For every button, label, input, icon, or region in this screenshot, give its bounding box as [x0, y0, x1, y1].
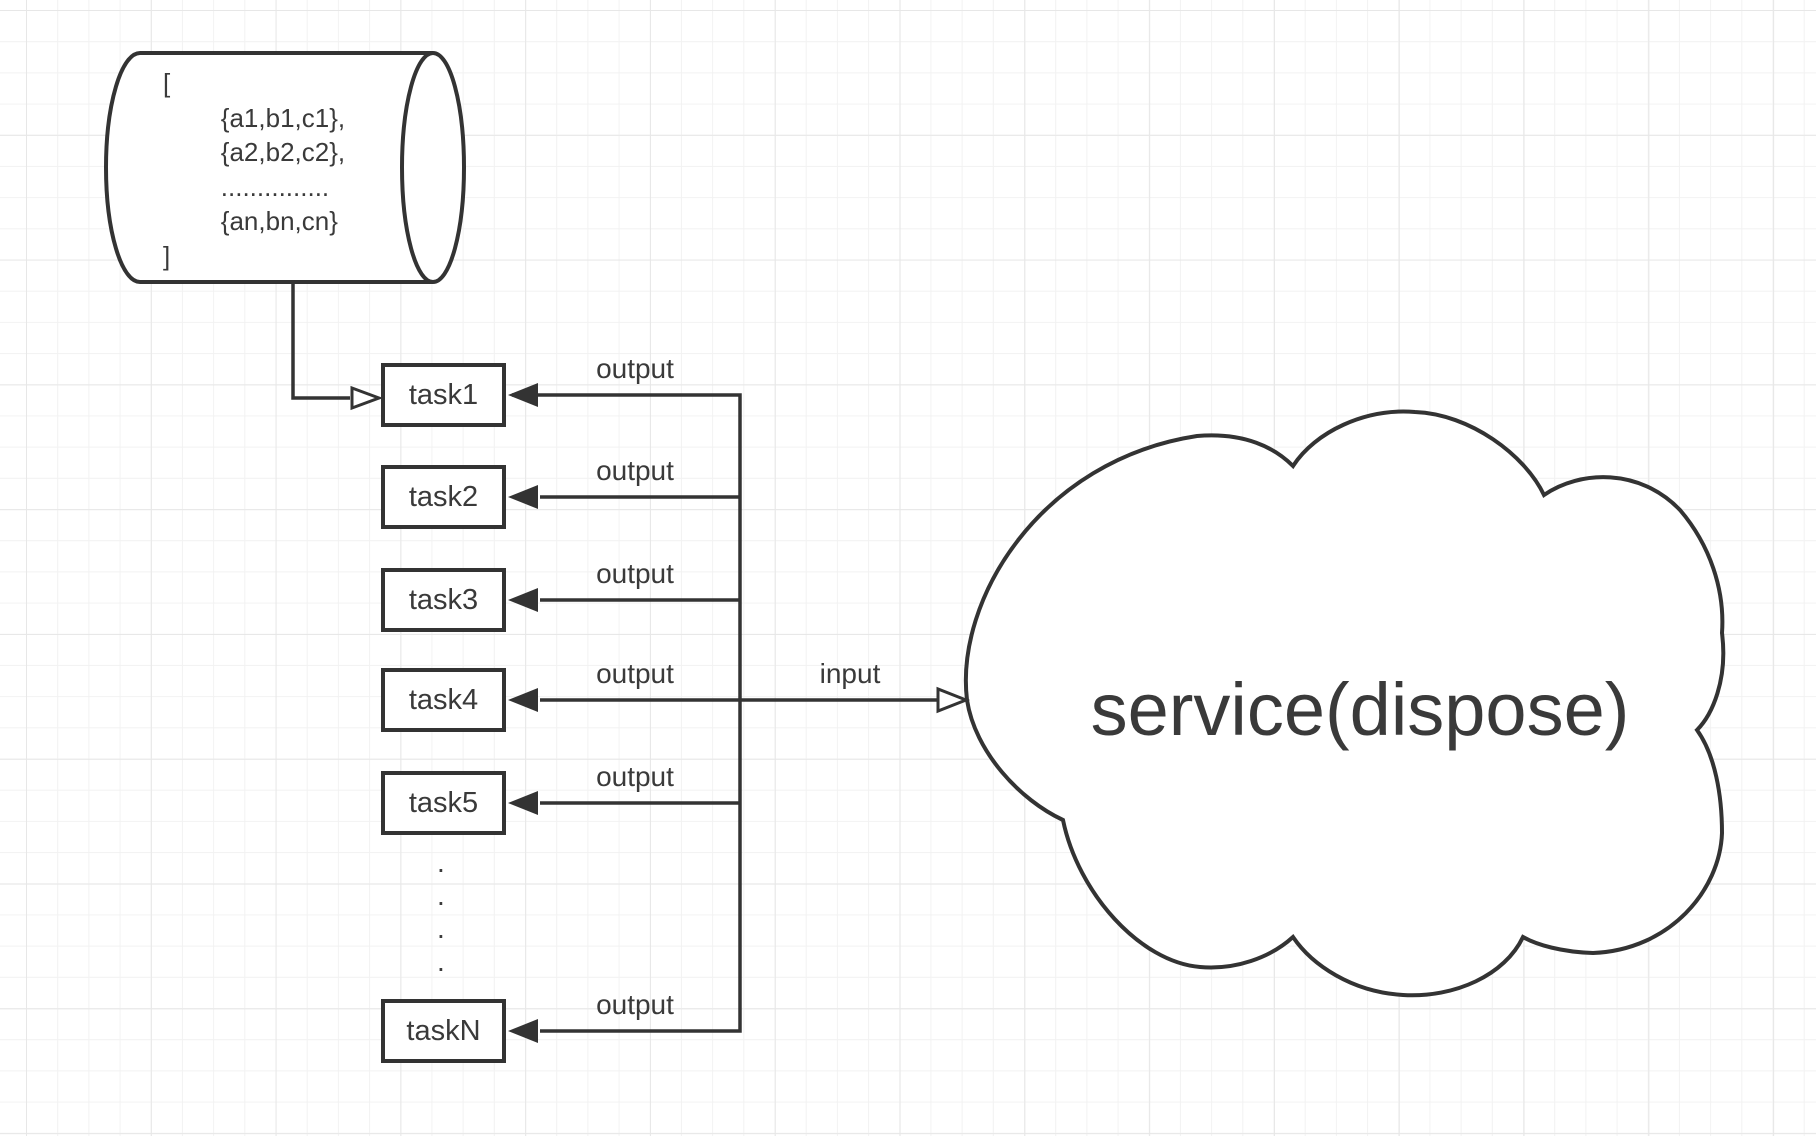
task4-box[interactable] — [381, 668, 506, 732]
task2-box[interactable] — [381, 465, 506, 529]
output-arrowhead-task2-icon — [508, 485, 538, 509]
taskN-label: taskN — [406, 1015, 481, 1047]
cylinder-body[interactable] — [104, 51, 433, 284]
task3-label: task3 — [408, 584, 479, 616]
task1-label: task1 — [408, 379, 479, 411]
task1-box[interactable] — [381, 363, 506, 427]
output-arrowhead-task3-icon — [508, 588, 538, 612]
output-trunk-line — [512, 393, 742, 1033]
task2-label: task2 — [408, 481, 479, 513]
output-label-task3: output — [596, 558, 674, 589]
task4-label: task4 — [408, 684, 479, 716]
cylinder-end-cap[interactable] — [400, 51, 466, 284]
output-label-task1: output — [596, 353, 674, 384]
output-arrowhead-task1-icon — [508, 383, 538, 407]
task3-box[interactable] — [381, 568, 506, 632]
datastore-to-task1-line — [291, 284, 350, 400]
output-arrowhead-task4-icon — [508, 688, 538, 712]
task5-label: task5 — [408, 787, 479, 819]
datastore-to-task1-arrowhead-icon — [350, 385, 384, 411]
output-label-task4: output — [596, 658, 674, 689]
datastore-content-text: [ {a1,b1,c1}, {a2,b2,c2}, ..............… — [163, 68, 346, 271]
tasks-ellipsis: . . . . — [437, 847, 445, 977]
cloud-label: service(dispose) — [1090, 668, 1630, 751]
output-arrowhead-task5-icon — [508, 791, 538, 815]
input-arrowhead-icon — [936, 686, 971, 714]
cloud-shape[interactable] — [963, 409, 1726, 998]
output-arrowhead-taskN-icon — [508, 1019, 538, 1043]
output-label-task5: output — [596, 761, 674, 792]
task5-box[interactable] — [381, 771, 506, 835]
output-label-task2: output — [596, 455, 674, 486]
output-label-taskN: output — [596, 989, 674, 1020]
input-label: input — [819, 658, 881, 689]
taskN-box[interactable] — [381, 999, 506, 1063]
